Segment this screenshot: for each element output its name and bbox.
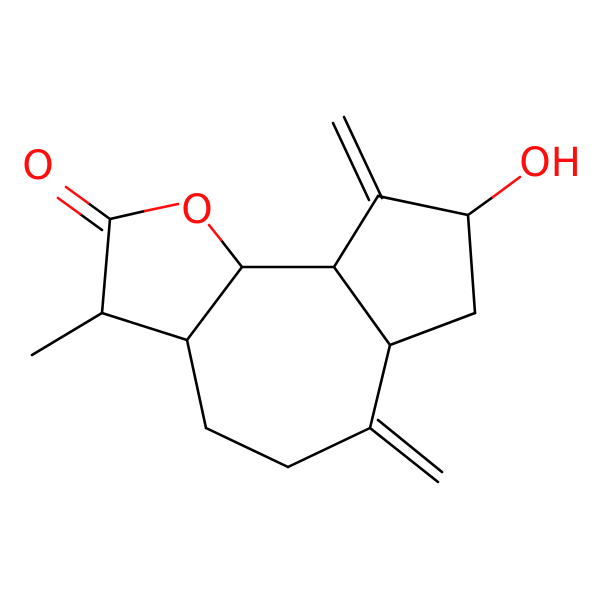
bond-exo-methylene-bottom-b: [376, 418, 444, 474]
bond-o-ring-c2-black: [108, 209, 147, 221]
bond-c11-o-ring-black: [219, 238, 244, 269]
bond-c15-c6: [368, 343, 392, 430]
bond-c10-c9: [332, 194, 380, 269]
bond-c2-o-carbonyl-red-b: [56, 196, 82, 216]
bond-c8-c7: [466, 213, 477, 315]
atom-label-hydroxyl: OH: [519, 140, 581, 186]
bond-c12-c13: [185, 338, 208, 430]
bond-c2-c3: [100, 217, 112, 315]
bond-c2-o-carbonyl-black-b: [78, 212, 104, 232]
bond-c2-o-carbonyl-black-a: [86, 201, 112, 221]
bond-c8-oh-black: [466, 195, 495, 217]
bond-c3-c12: [100, 311, 189, 342]
bond-exo-methylene-bottom-a: [368, 426, 440, 484]
bond-c9-c8: [376, 194, 470, 217]
bonds: [30, 115, 495, 484]
atom-label-carbonyl-oxygen: O: [22, 143, 53, 189]
bond-c7-c6: [388, 311, 477, 347]
bond-exo-methylene-top-b: [331, 121, 371, 202]
bond-c14-c15: [286, 426, 372, 469]
bond-c8-oh-red: [491, 175, 522, 199]
atom-labels: O O OH: [22, 140, 581, 233]
bond-o-ring-c2-red: [143, 202, 180, 213]
bond-c6-c10: [332, 265, 392, 347]
atom-label-ring-oxygen: O: [181, 187, 212, 233]
bond-c13-c14: [204, 426, 290, 469]
heteroatom-bonds: [56, 175, 522, 242]
bond-c3-methyl: [30, 311, 104, 357]
bond-c11-o-ring-red: [207, 223, 223, 242]
bond-c2-o-carbonyl-red-a: [64, 185, 90, 205]
bond-exo-methylene-top-a: [342, 115, 384, 200]
bond-c11-c12: [185, 265, 244, 342]
